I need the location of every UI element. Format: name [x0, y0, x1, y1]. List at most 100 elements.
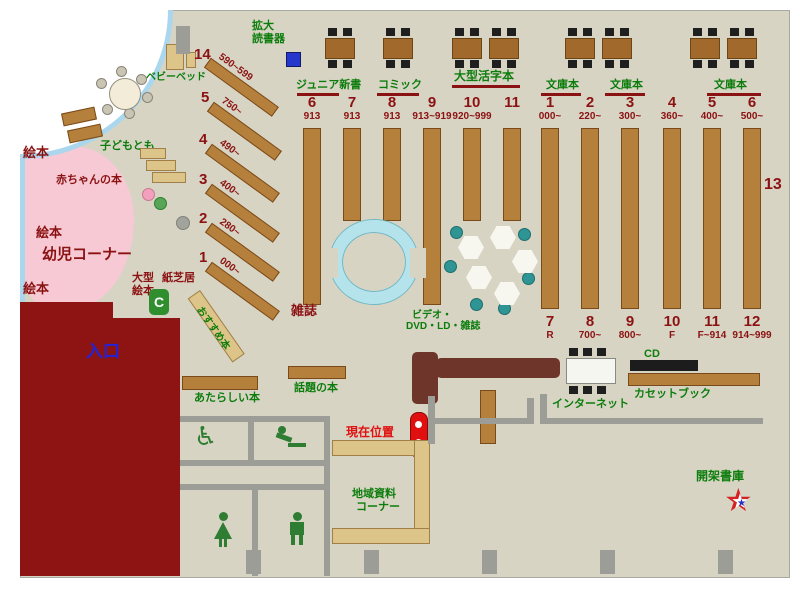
topic-books-shelf — [288, 366, 346, 379]
baby-changing-icon — [275, 426, 308, 452]
icon-part — [290, 522, 304, 535]
chair — [569, 386, 578, 394]
bookshelf — [743, 128, 761, 309]
section-label-bunko: 文庫本 — [714, 79, 747, 91]
wall-block — [20, 302, 113, 576]
shelf-number: 10 — [463, 94, 481, 111]
chair — [386, 60, 395, 68]
shelf-range: F — [668, 330, 676, 341]
chair — [605, 60, 614, 68]
hex-table — [458, 236, 484, 259]
picture-books-label: 絵本 — [23, 145, 50, 160]
section-label-comic: コミック — [378, 79, 422, 91]
shelf-endcap — [707, 93, 761, 96]
reading-table-group — [452, 28, 482, 68]
current-location-label: 現在位置 — [346, 425, 395, 439]
bookshelf — [480, 390, 496, 444]
chair — [386, 28, 395, 36]
icon-part — [224, 539, 227, 547]
internet-label: インターネット — [552, 398, 629, 410]
bookshelf — [581, 128, 599, 309]
chair — [597, 386, 606, 394]
service-counter — [412, 352, 438, 404]
star-icon: ★ — [724, 482, 753, 518]
section-label-bunko: 文庫本 — [610, 79, 643, 91]
shelf-range: 400~ — [700, 111, 724, 122]
hex-table — [490, 226, 516, 249]
bookshelf — [303, 128, 321, 305]
shelf-number: 6 — [307, 94, 317, 111]
chair — [401, 60, 410, 68]
magnifier-label: 拡大 — [252, 20, 274, 32]
icon-part — [275, 432, 293, 443]
marker-dot — [415, 421, 422, 428]
stool — [142, 188, 155, 201]
chair — [470, 28, 479, 36]
chair — [492, 60, 501, 68]
chair — [568, 60, 577, 68]
womens-toilet-icon — [212, 512, 234, 548]
wall-shelf-number: 13 — [764, 176, 782, 193]
chair — [708, 60, 717, 68]
shelf-range: 300~ — [618, 111, 642, 122]
mens-toilet-icon — [286, 512, 308, 548]
bench-gap — [322, 248, 338, 278]
icon-part — [291, 535, 295, 545]
chair — [328, 28, 337, 36]
chair — [708, 28, 717, 36]
pillar — [246, 550, 261, 574]
chair — [102, 104, 113, 115]
chair — [620, 28, 629, 36]
new-books-label: あたらしい本 — [194, 392, 260, 404]
shelf-number: 4 — [199, 131, 208, 148]
shelf-number: 6 — [747, 94, 757, 111]
seat — [522, 272, 535, 285]
picture-books-label: 絵本 — [23, 281, 50, 296]
section-label-bunko: 文庫本 — [546, 79, 579, 91]
shelf-range: 000~ — [538, 111, 562, 122]
bookshelf — [703, 128, 721, 309]
internet-table-group — [566, 348, 616, 396]
pillar — [718, 550, 733, 574]
magnifier-device — [286, 52, 301, 67]
shelf-number: 2 — [199, 210, 208, 227]
table — [565, 38, 595, 59]
reading-table-group — [602, 28, 632, 68]
chair — [730, 28, 739, 36]
bookshelf — [343, 128, 361, 221]
entrance-label: 入口 — [86, 342, 120, 361]
open-stacks-star-icon: ★ ★ ★ — [724, 482, 760, 522]
bookshelf — [503, 128, 521, 221]
shelf-number: 5 — [201, 89, 210, 106]
toddler-corner-label: 幼児コーナー — [42, 246, 133, 263]
chair — [583, 386, 592, 394]
wall-block — [113, 318, 180, 576]
chair — [470, 60, 479, 68]
shelf-number: 8 — [585, 313, 595, 330]
cd-shelf — [630, 360, 698, 371]
chair — [730, 60, 739, 68]
shelf-number: 9 — [625, 313, 635, 330]
table — [489, 38, 519, 59]
reading-table-group — [727, 28, 757, 68]
video-label: ビデオ・ — [412, 310, 452, 321]
shelf-range: 360~ — [660, 111, 684, 122]
wall — [180, 416, 330, 422]
round-table-with-chairs — [96, 66, 154, 120]
section-label-junior: ジュニア新書 — [296, 79, 362, 91]
baby-bed — [186, 52, 196, 68]
seat — [450, 226, 463, 239]
chair — [745, 60, 754, 68]
wall — [428, 396, 435, 444]
cassette-shelf — [628, 373, 760, 386]
table — [452, 38, 482, 59]
kamishibai-label: 紙芝居 — [162, 272, 195, 284]
star-icon: ★ — [737, 498, 746, 509]
video-label: DVD・LD・雑誌 — [406, 321, 481, 332]
icon-part — [293, 512, 302, 521]
shelf-number: 14 — [194, 46, 211, 63]
shelf-number: 11 — [704, 313, 720, 330]
chair — [693, 28, 702, 36]
wall — [540, 394, 547, 424]
bookshelf — [621, 128, 639, 309]
